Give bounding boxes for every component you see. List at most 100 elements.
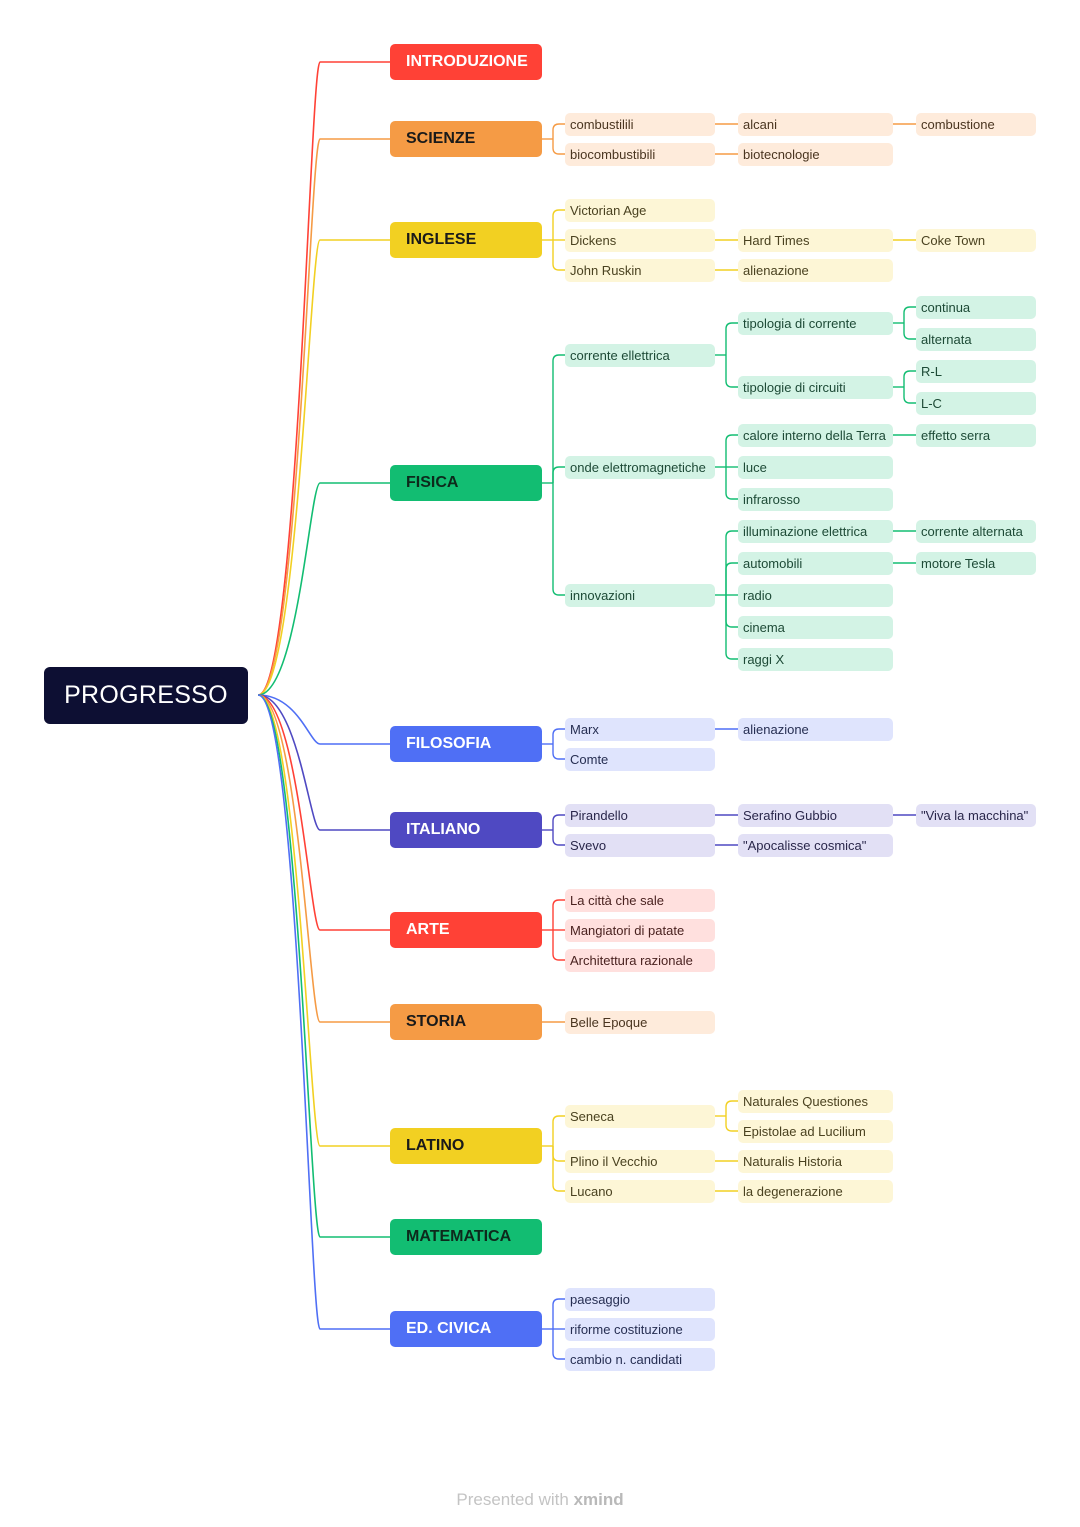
connector: [903, 370, 916, 387]
subtopic-lucano[interactable]: Lucano: [565, 1179, 715, 1203]
connector: [552, 240, 565, 271]
connector: [725, 595, 738, 660]
topic-filosofia[interactable]: FILOSOFIA: [390, 726, 542, 762]
topic-arte[interactable]: ARTE: [390, 912, 542, 948]
subtopic-svevo[interactable]: Svevo: [565, 833, 715, 857]
connector: [725, 530, 738, 595]
subtopic-apocalisse-cosmica[interactable]: "Apocalisse cosmica": [738, 833, 893, 857]
subtopic-cinema[interactable]: cinema: [738, 615, 893, 639]
connector: [257, 694, 390, 1147]
subtopic-luce[interactable]: luce: [738, 455, 893, 479]
connector: [257, 694, 390, 831]
connector: [552, 466, 565, 483]
subtopic-r-l[interactable]: R-L: [916, 359, 1036, 383]
subtopic-corrente-ellettrica[interactable]: corrente ellettrica: [565, 343, 715, 367]
connector: [552, 899, 565, 930]
subtopic-victorian-age[interactable]: Victorian Age: [565, 198, 715, 222]
topic-inglese[interactable]: INGLESE: [390, 222, 542, 258]
connector: [257, 694, 390, 1330]
subtopic-viva-la-macchina[interactable]: "Viva la macchina": [916, 803, 1036, 827]
subtopic-cambio-n-candidati[interactable]: cambio n. candidati: [565, 1347, 715, 1371]
subtopic-tipologie-di-circuiti[interactable]: tipologie di circuiti: [738, 375, 893, 399]
subtopic-biocombustibili[interactable]: biocombustibili: [565, 142, 715, 166]
topic-storia[interactable]: STORIA: [390, 1004, 542, 1040]
footer-prefix: Presented with: [456, 1490, 569, 1509]
subtopic-alcani[interactable]: alcani: [738, 112, 893, 136]
subtopic-corrente-alternata[interactable]: corrente alternata: [916, 519, 1036, 543]
connector: [552, 139, 565, 155]
subtopic-biotecnologie[interactable]: biotecnologie: [738, 142, 893, 166]
subtopic-hard-times[interactable]: Hard Times: [738, 228, 893, 252]
subtopic-marx[interactable]: Marx: [565, 717, 715, 741]
root-node[interactable]: PROGRESSO: [44, 667, 248, 724]
subtopic-architettura-razionale[interactable]: Architettura razionale: [565, 948, 715, 972]
connector: [257, 694, 390, 931]
connector: [552, 354, 565, 483]
subtopic-infrarosso[interactable]: infrarosso: [738, 487, 893, 511]
subtopic-naturales-questiones[interactable]: Naturales Questiones: [738, 1089, 893, 1113]
subtopic-seneca[interactable]: Seneca: [565, 1104, 715, 1128]
connector: [552, 1115, 565, 1146]
subtopic-illuminazione-elettrica[interactable]: illuminazione elettrica: [738, 519, 893, 543]
subtopic-la-citt-che-sale[interactable]: La città che sale: [565, 888, 715, 912]
connector: [552, 1146, 565, 1192]
connector: [552, 814, 565, 830]
subtopic-tipologia-di-corrente[interactable]: tipologia di corrente: [738, 311, 893, 335]
topic-matematica[interactable]: MATEMATICA: [390, 1219, 542, 1255]
subtopic-pirandello[interactable]: Pirandello: [565, 803, 715, 827]
topic-fisica[interactable]: FISICA: [390, 465, 542, 501]
subtopic-belle-epoque[interactable]: Belle Epoque: [565, 1010, 715, 1034]
xmind-logo: xmind: [573, 1490, 624, 1509]
topic-introduzione[interactable]: INTRODUZIONE: [390, 44, 542, 80]
connector: [725, 1100, 738, 1116]
topic-latino[interactable]: LATINO: [390, 1128, 542, 1164]
connector: [903, 387, 916, 404]
subtopic-mangiatori-di-patate[interactable]: Mangiatori di patate: [565, 918, 715, 942]
subtopic-dickens[interactable]: Dickens: [565, 228, 715, 252]
subtopic-serafino-gubbio[interactable]: Serafino Gubbio: [738, 803, 893, 827]
connector: [725, 467, 738, 500]
connector: [552, 728, 565, 744]
connector: [257, 138, 390, 696]
subtopic-continua[interactable]: continua: [916, 295, 1036, 319]
footer-credit: Presented with xmind: [0, 1490, 1080, 1510]
subtopic-onde-elettromagnetiche[interactable]: onde elettromagnetiche: [565, 455, 715, 479]
connector: [552, 483, 565, 596]
subtopic-combustione[interactable]: combustione: [916, 112, 1036, 136]
subtopic-l-c[interactable]: L-C: [916, 391, 1036, 415]
connector: [552, 209, 565, 240]
connector: [257, 694, 390, 1238]
connector: [552, 1146, 565, 1162]
subtopic-calore-interno-della-terra[interactable]: calore interno della Terra: [738, 423, 893, 447]
subtopic-naturalis-historia[interactable]: Naturalis Historia: [738, 1149, 893, 1173]
subtopic-la-degenerazione[interactable]: la degenerazione: [738, 1179, 893, 1203]
subtopic-automobili[interactable]: automobili: [738, 551, 893, 575]
subtopic-radio[interactable]: radio: [738, 583, 893, 607]
connector: [552, 1298, 565, 1329]
subtopic-riforme-costituzione[interactable]: riforme costituzione: [565, 1317, 715, 1341]
topic-scienze[interactable]: SCIENZE: [390, 121, 542, 157]
subtopic-alternata[interactable]: alternata: [916, 327, 1036, 351]
topic-ed-civica[interactable]: ED. CIVICA: [390, 1311, 542, 1347]
subtopic-john-ruskin[interactable]: John Ruskin: [565, 258, 715, 282]
subtopic-paesaggio[interactable]: paesaggio: [565, 1287, 715, 1311]
connector: [552, 123, 565, 139]
subtopic-coke-town[interactable]: Coke Town: [916, 228, 1036, 252]
topic-italiano[interactable]: ITALIANO: [390, 812, 542, 848]
subtopic-effetto-serra[interactable]: effetto serra: [916, 423, 1036, 447]
subtopic-innovazioni[interactable]: innovazioni: [565, 583, 715, 607]
connector: [725, 322, 738, 355]
connector: [725, 595, 738, 628]
subtopic-epistolae-ad-lucilium[interactable]: Epistolae ad Lucilium: [738, 1119, 893, 1143]
connector: [257, 694, 390, 745]
subtopic-plino-il-vecchio[interactable]: Plino il Vecchio: [565, 1149, 715, 1173]
subtopic-motore-tesla[interactable]: motore Tesla: [916, 551, 1036, 575]
subtopic-comte[interactable]: Comte: [565, 747, 715, 771]
subtopic-combustilili[interactable]: combustilili: [565, 112, 715, 136]
subtopic-alienazione[interactable]: alienazione: [738, 258, 893, 282]
subtopic-alienazione[interactable]: alienazione: [738, 717, 893, 741]
connector: [552, 930, 565, 961]
subtopic-raggi-x[interactable]: raggi X: [738, 647, 893, 671]
